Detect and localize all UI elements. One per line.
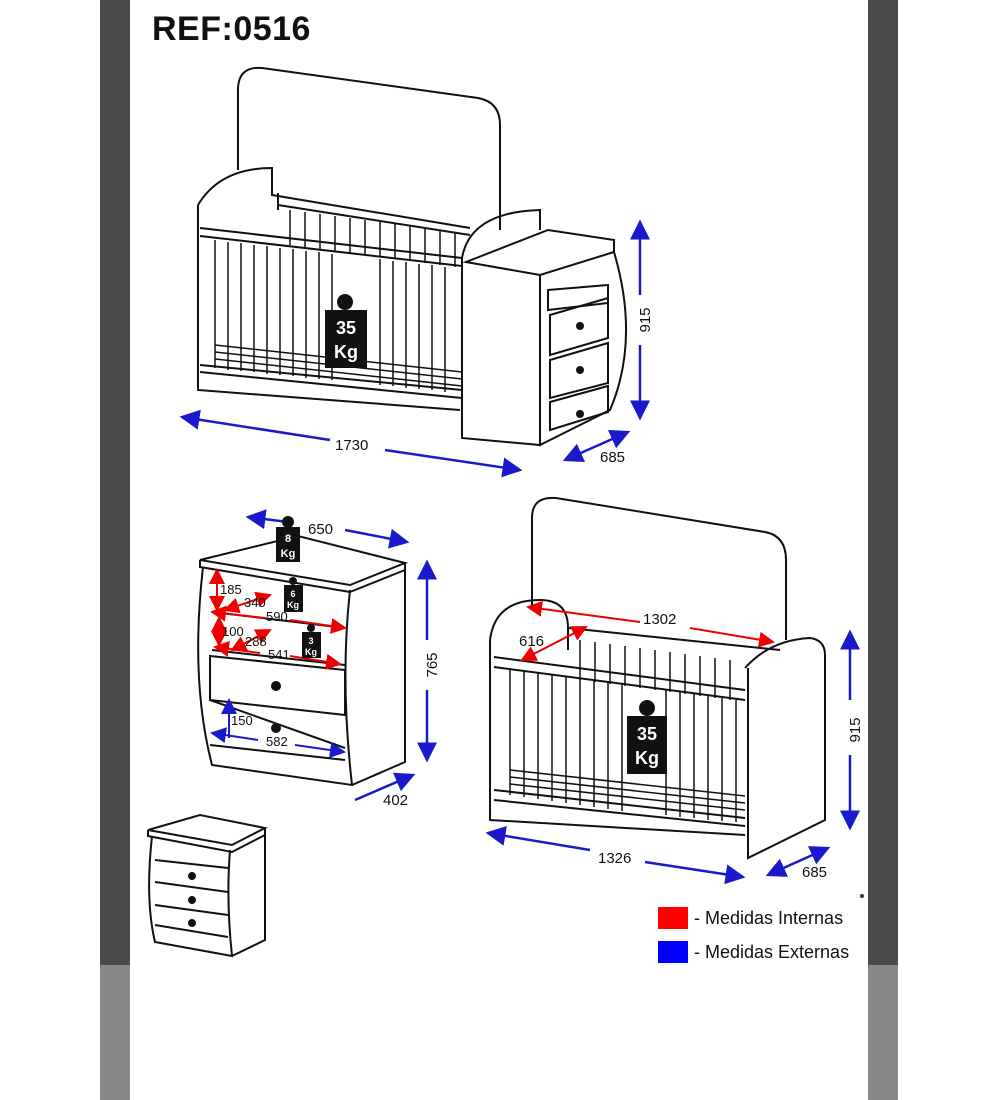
weight-icon-8: 8 Kg xyxy=(276,516,300,562)
frame-right-light xyxy=(868,965,898,1100)
svg-text:Kg: Kg xyxy=(287,600,299,610)
weight-icon-3: 3 Kg xyxy=(302,624,321,658)
dim-label-100: 100 xyxy=(222,624,244,639)
svg-text:Kg: Kg xyxy=(281,548,296,560)
dim-label-650: 650 xyxy=(308,521,333,538)
stray-dot xyxy=(860,894,864,898)
svg-text:Kg: Kg xyxy=(334,342,358,362)
dim-label-1326: 1326 xyxy=(598,850,631,867)
dim-label-541: 541 xyxy=(268,647,290,662)
dim-label-685: 685 xyxy=(802,864,827,881)
svg-text:Kg: Kg xyxy=(305,647,317,657)
dim-line-1730 xyxy=(179,409,331,442)
dim-label-915: 915 xyxy=(847,717,864,742)
legend-internal: - Medidas Internas xyxy=(658,907,843,929)
dim-label-685-top: 685 xyxy=(600,449,625,466)
dim-label-590: 590 xyxy=(266,609,288,624)
dim-label-1302: 1302 xyxy=(643,611,676,628)
frame-left-light xyxy=(100,965,130,1100)
weight-icon-35: 35 Kg xyxy=(627,700,667,774)
crib-with-dresser-drawing xyxy=(197,66,628,447)
svg-text:Kg: Kg xyxy=(635,748,659,768)
legend-swatch-red xyxy=(658,907,688,929)
svg-text:35: 35 xyxy=(336,318,356,338)
legend-swatch-blue xyxy=(658,941,688,963)
dim-label-402: 402 xyxy=(383,792,408,809)
dim-label-340: 340 xyxy=(244,595,266,610)
small-dresser-drawing xyxy=(147,813,268,958)
dim-label-582: 582 xyxy=(266,734,288,749)
weight-icon-35-top: 35 Kg xyxy=(325,294,367,368)
frame-left-dark xyxy=(100,0,130,965)
reference-title: REF:0516 xyxy=(152,10,311,48)
dim-label-915-top: 915 xyxy=(637,307,654,332)
dresser-drawing xyxy=(197,534,409,787)
svg-text:35: 35 xyxy=(637,724,657,744)
crib-drawing xyxy=(489,496,826,860)
legend-label-external: - Medidas Externas xyxy=(694,941,850,962)
svg-text:3: 3 xyxy=(308,636,313,646)
dim-line-685-top xyxy=(562,429,631,463)
weight-icon-6: 6 Kg xyxy=(284,577,303,612)
dim-label-185: 185 xyxy=(220,582,242,597)
legend-external: - Medidas Externas xyxy=(658,941,849,963)
legend-label-internal: - Medidas Internas xyxy=(694,907,844,928)
dim-label-765: 765 xyxy=(424,652,441,677)
frame-right-dark xyxy=(868,0,898,965)
svg-text:8: 8 xyxy=(285,533,291,545)
dim-label-616: 616 xyxy=(519,633,544,650)
dim-label-288: 288 xyxy=(245,634,267,649)
svg-text:6: 6 xyxy=(290,589,295,599)
dim-label-150: 150 xyxy=(231,713,253,728)
dim-label-1730: 1730 xyxy=(335,437,368,454)
